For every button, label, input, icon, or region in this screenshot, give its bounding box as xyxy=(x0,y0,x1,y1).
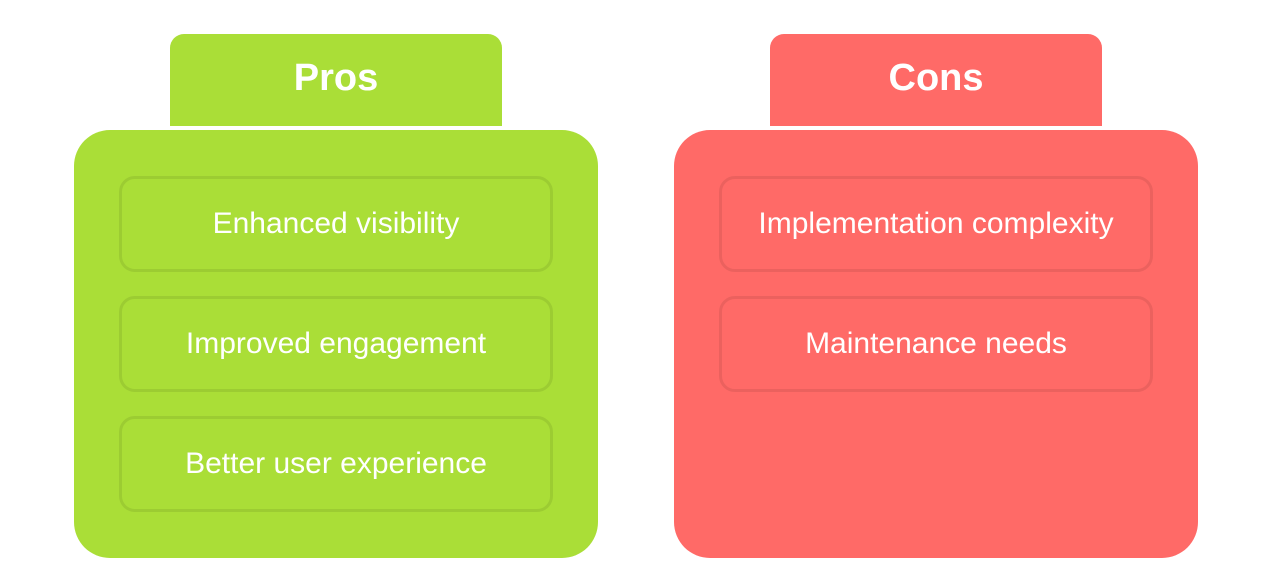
cons-item: Maintenance needs xyxy=(719,296,1153,392)
cons-item: Implementation complexity xyxy=(719,176,1153,272)
pros-column: Pros Enhanced visibility Improved engage… xyxy=(74,0,598,582)
pros-panel: Enhanced visibility Improved engagement … xyxy=(74,130,598,558)
cons-list: Implementation complexity Maintenance ne… xyxy=(719,176,1153,416)
cons-header: Cons xyxy=(770,34,1102,126)
cons-panel: Implementation complexity Maintenance ne… xyxy=(674,130,1198,558)
pros-list: Enhanced visibility Improved engagement … xyxy=(119,176,553,536)
pros-item: Better user experience xyxy=(119,416,553,512)
pros-header: Pros xyxy=(170,34,502,126)
pros-item: Enhanced visibility xyxy=(119,176,553,272)
cons-column: Cons Implementation complexity Maintenan… xyxy=(674,0,1198,582)
pros-item: Improved engagement xyxy=(119,296,553,392)
